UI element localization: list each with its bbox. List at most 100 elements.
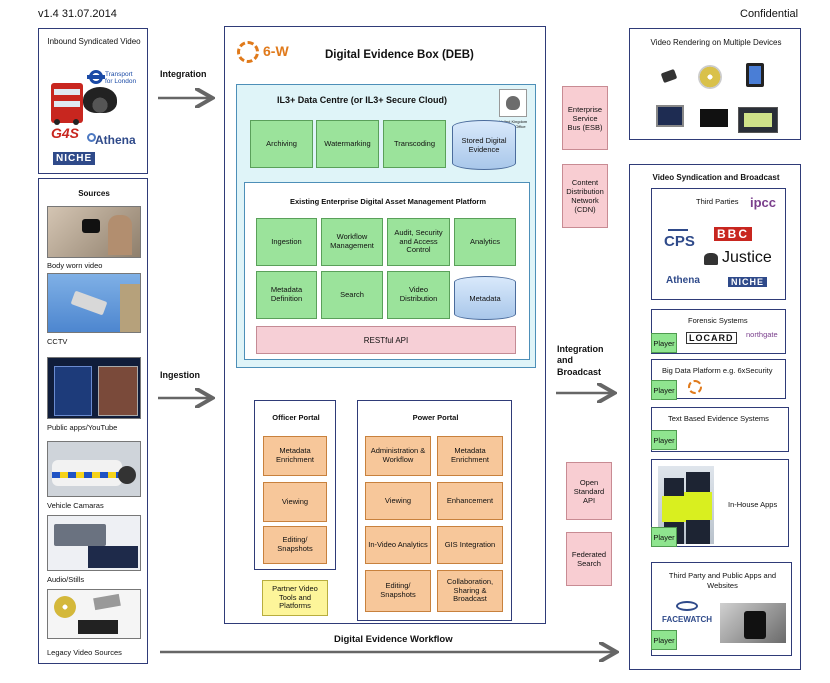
- phone-icon: [660, 68, 678, 84]
- workflow-label: Digital Evidence Workflow: [334, 634, 453, 645]
- locard-logo: LOCARD: [686, 332, 737, 344]
- inhouse-player-button[interactable]: Player: [651, 527, 677, 547]
- body-camera-icon: [47, 206, 141, 258]
- forensic-player-button[interactable]: Player: [651, 333, 677, 353]
- power-enhancement-box[interactable]: Enhancement: [437, 482, 503, 520]
- dome-camera-icon: [83, 87, 117, 113]
- federated-search-box[interactable]: Federated Search: [566, 532, 612, 586]
- power-metadata-box[interactable]: Metadata Enrichment: [437, 436, 503, 476]
- syndication-title: Video Syndication and Broadcast: [652, 173, 780, 182]
- power-collaboration-box[interactable]: Collaboration, Sharing & Broadcast: [437, 570, 503, 612]
- textbased-player-button[interactable]: Player: [651, 430, 677, 450]
- dam-title: Existing Enterprise Digital Asset Manage…: [289, 197, 487, 206]
- power-admin-box[interactable]: Administration & Workflow: [365, 436, 431, 476]
- stored-evidence-store[interactable]: Stored Digital Evidence: [452, 120, 516, 170]
- workflow-box[interactable]: Workflow Management: [321, 218, 383, 266]
- officer-viewing-box[interactable]: Viewing: [263, 482, 327, 522]
- power-portal-title: Power Portal: [412, 413, 459, 422]
- ipcc-logo: ipcc: [750, 195, 777, 210]
- sources-panel: Sources Body worn video CCTV Public apps…: [38, 178, 148, 664]
- deb-title: Digital Evidence Box (DEB): [325, 49, 474, 61]
- facewatch-eye-icon: [676, 601, 698, 611]
- athena-swirl-icon: [87, 133, 96, 142]
- ingestion-label: Ingestion: [160, 370, 200, 380]
- car-screen-icon: [738, 107, 778, 133]
- inhouse-box: In-House Apps: [651, 459, 789, 547]
- tfl-logo: Transport for London: [105, 71, 137, 86]
- athena-logo-small: Athena: [666, 275, 700, 286]
- dvd-vhs-icon: [47, 589, 141, 639]
- tv-icon: [700, 109, 728, 127]
- police-officers-image: [658, 466, 714, 544]
- power-analytics-box[interactable]: In-Video Analytics: [365, 526, 431, 564]
- datacentre-title: IL3+ Data Centre (or IL3+ Secure Cloud): [277, 95, 448, 105]
- facewatch-logo: FACEWATCH: [662, 615, 713, 624]
- 6w-logo: 6-W: [263, 43, 289, 59]
- northgate-logo: northgate: [746, 330, 778, 339]
- bigdata-player-button[interactable]: Player: [651, 380, 677, 400]
- analytics-box[interactable]: Analytics: [454, 218, 516, 266]
- confidential-label: Confidential: [740, 8, 799, 20]
- search-box[interactable]: Search: [321, 271, 383, 319]
- crown-icon: [704, 253, 718, 265]
- third-parties-box: Third Parties CPS ipcc BBC Justice Athen…: [651, 188, 786, 300]
- scales-icon: [668, 215, 688, 231]
- sources-title: Sources: [78, 189, 110, 198]
- integration-broadcast-label: Integration and Broadcast: [557, 344, 604, 377]
- ingestion-box[interactable]: Ingestion: [256, 218, 317, 266]
- restful-api-bar[interactable]: RESTful API: [256, 326, 516, 354]
- justice-logo: Justice: [722, 249, 772, 266]
- inbound-title: Inbound Syndicated Video: [47, 37, 141, 46]
- esb-box[interactable]: Enterprise Service Bus (ESB): [562, 86, 608, 150]
- london-bus-icon: [51, 83, 83, 125]
- source-label-audio: Audio/Stills: [47, 575, 85, 584]
- g4s-logo: G4S: [51, 125, 80, 141]
- forensic-box: Forensic Systems LOCARD northgate: [651, 309, 786, 354]
- metadata-store[interactable]: Metadata: [454, 276, 516, 320]
- version-label: v1.4 31.07.2014: [38, 8, 117, 20]
- source-label-vehicle: Vehicle Camaras: [47, 501, 104, 510]
- source-label-body-worn: Body worn video: [47, 261, 103, 270]
- tfl-roundel-icon: [87, 70, 105, 84]
- officer-portal-title: Officer Portal: [272, 413, 320, 422]
- cdn-box[interactable]: Content Distribution Network (CDN): [562, 164, 608, 228]
- watermarking-box[interactable]: Watermarking: [316, 120, 379, 168]
- source-label-cctv: CCTV: [47, 337, 68, 346]
- thirdparty-player-button[interactable]: Player: [651, 630, 677, 650]
- inhouse-title: In-House Apps: [728, 500, 778, 509]
- bigdata-title: Big Data Platform e.g. 6xSecurity: [662, 366, 773, 375]
- bbc-letters: BBC: [714, 227, 752, 241]
- crest-icon: [499, 89, 527, 117]
- inbound-video-panel: Inbound Syndicated Video Transport for L…: [38, 28, 148, 174]
- power-editing-box[interactable]: Editing/ Snapshots: [365, 570, 431, 612]
- third-parties-title: Third Parties: [696, 197, 739, 206]
- rendering-panel: Video Rendering on Multiple Devices: [629, 28, 801, 140]
- partner-tools-box[interactable]: Partner Video Tools and Platforms: [262, 580, 328, 616]
- rendering-title: Video Rendering on Multiple Devices: [650, 38, 782, 47]
- audit-security-box[interactable]: Audit, Security and Access Control: [387, 218, 450, 266]
- thirdparty-apps-title: Third Party and Public Apps and Websites: [668, 571, 777, 590]
- officer-editing-box[interactable]: Editing/ Snapshots: [263, 526, 327, 564]
- textbased-title: Text Based Evidence Systems: [668, 414, 769, 423]
- transcoding-box[interactable]: Transcoding: [383, 120, 446, 168]
- source-label-legacy: Legacy Video Sources: [47, 648, 122, 657]
- power-gis-box[interactable]: GIS Integration: [437, 526, 503, 564]
- phone-app-icon: [47, 357, 141, 419]
- recorder-icon: [47, 515, 141, 571]
- 6w-small-icon: [688, 380, 702, 394]
- desktop-icon: [656, 105, 684, 127]
- forensic-title: Forensic Systems: [688, 316, 748, 325]
- cps-logo: CPS: [664, 233, 695, 250]
- athena-logo: Athena: [95, 133, 136, 147]
- cctv-camera-icon: [47, 273, 141, 333]
- power-viewing-box[interactable]: Viewing: [365, 482, 431, 520]
- video-distribution-box[interactable]: Video Distribution: [387, 271, 450, 319]
- officer-metadata-box[interactable]: Metadata Enrichment: [263, 436, 327, 476]
- niche-logo: NICHE: [53, 152, 96, 165]
- open-api-box[interactable]: Open Standard API: [566, 462, 612, 520]
- archiving-box[interactable]: Archiving: [250, 120, 313, 168]
- metadata-definition-box[interactable]: Metadata Definition: [256, 271, 317, 319]
- source-label-public-apps: Public apps/YouTube: [47, 423, 118, 432]
- police-car-icon: [47, 441, 141, 497]
- phone-hand-image: [720, 603, 786, 643]
